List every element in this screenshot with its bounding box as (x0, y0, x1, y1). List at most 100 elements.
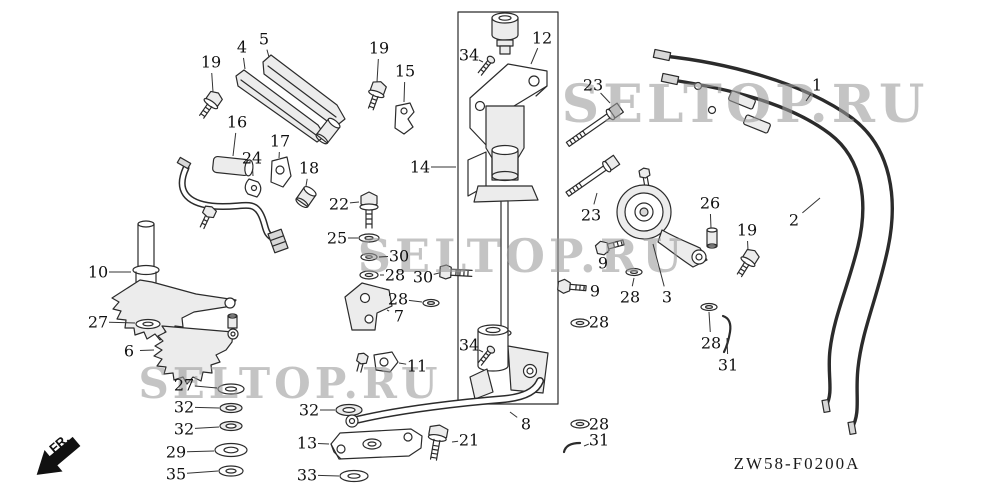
callout-15: 15 (395, 62, 415, 81)
callout-3: 3 (662, 288, 672, 307)
callout-27: 27 (174, 376, 194, 395)
bolt-21 (427, 424, 449, 461)
callout-14: 14 (410, 158, 430, 177)
cable-2 (660, 72, 865, 414)
callout-28: 28 (589, 313, 609, 332)
callout-32: 32 (174, 420, 194, 439)
leader-line-1 (805, 93, 812, 102)
callout-13: 13 (297, 434, 317, 453)
callout-29: 29 (166, 443, 186, 462)
washer-29 (214, 442, 248, 458)
leader-line-32 (194, 406, 220, 409)
bolt-19-c (736, 248, 760, 278)
assembly-frame-box (457, 11, 559, 405)
callout-31: 31 (589, 431, 609, 450)
callout-16: 16 (227, 113, 247, 132)
plate-15 (394, 102, 415, 135)
leader-line-4 (242, 57, 246, 70)
bracket-7 (344, 282, 393, 331)
leader-line-15 (403, 81, 406, 103)
bracket-14 (467, 105, 539, 337)
callout-21: 21 (459, 431, 479, 450)
screw-34-bottom (477, 345, 496, 366)
leader-line-31 (583, 443, 589, 447)
callout-4: 4 (237, 38, 247, 57)
leader-line-3 (652, 243, 665, 287)
front-arrow-body (48, 436, 81, 467)
cable-adjusters (693, 81, 771, 134)
callout-35: 35 (166, 465, 186, 484)
washer-35 (218, 465, 244, 477)
leader-line-28 (631, 277, 635, 287)
leader-line-22 (349, 201, 360, 204)
gear-shaft-10 (111, 220, 237, 341)
leader-line-7 (386, 309, 390, 312)
callout-9: 9 (598, 254, 608, 273)
leader-line-27 (108, 321, 136, 324)
bolt-23-b (565, 154, 621, 197)
clamp-24 (244, 178, 262, 198)
leader-line-29 (186, 450, 215, 453)
washer-28-c (625, 267, 643, 277)
callout-23: 23 (581, 206, 601, 225)
plate-13 (330, 428, 423, 460)
callout-30: 30 (389, 247, 409, 266)
leader-line-31 (726, 337, 729, 355)
leader-line-32 (194, 426, 220, 429)
callout-5: 5 (259, 30, 269, 49)
bolt-9-b (557, 278, 587, 294)
leader-line-8 (509, 411, 518, 418)
bolt-30-b (439, 264, 473, 280)
leader-line-19 (376, 58, 379, 83)
callout-28: 28 (701, 334, 721, 353)
leader-line-23 (593, 192, 598, 205)
cable-1 (652, 48, 894, 436)
bracket-17 (270, 156, 292, 188)
callout-30: 30 (413, 268, 433, 287)
sector-gear-6 (153, 313, 239, 385)
leader-line-28 (708, 311, 711, 333)
callout-6: 6 (124, 342, 134, 361)
leader-line-27 (194, 385, 218, 389)
pin-31-a (721, 314, 732, 354)
rubber-mount (491, 12, 519, 55)
callout-27: 27 (88, 313, 108, 332)
washer-33 (339, 469, 369, 483)
bolt-19-b (367, 81, 387, 111)
leader-line-23 (600, 92, 611, 104)
pin-31-b (562, 441, 582, 454)
callout-28: 28 (388, 290, 408, 309)
lever-11 (356, 351, 399, 373)
washer-28-e (700, 302, 718, 312)
callout-17: 17 (270, 132, 290, 151)
small-hex-bolt (199, 205, 217, 230)
link-arm-8 (345, 377, 544, 428)
callout-1: 1 (812, 76, 822, 95)
callout-34: 34 (459, 336, 479, 355)
washer-28-f (570, 419, 590, 429)
leader-line-12 (530, 47, 539, 65)
callout-31: 31 (718, 356, 738, 375)
callout-19: 19 (369, 39, 389, 58)
grommet-18 (295, 185, 317, 209)
leader-line-6 (139, 349, 155, 352)
callout-28: 28 (385, 266, 405, 285)
leader-line-21 (451, 440, 459, 443)
bolt-19-a (199, 90, 223, 119)
callout-10: 10 (88, 263, 108, 282)
bolt-23-a (565, 102, 624, 148)
washer-32-a (219, 402, 243, 414)
leader-line-18 (305, 178, 308, 187)
callout-26: 26 (700, 194, 720, 213)
callout-12: 12 (532, 29, 552, 48)
callout-8: 8 (521, 415, 531, 434)
plate-5 (262, 54, 346, 128)
callout-28: 28 (589, 415, 609, 434)
washer-32-c (335, 403, 363, 417)
bolt-22 (359, 191, 379, 229)
washer-32-b (219, 420, 243, 432)
leader-line-5 (266, 49, 270, 58)
washer-28-a (359, 270, 379, 280)
callout-28: 28 (620, 288, 640, 307)
